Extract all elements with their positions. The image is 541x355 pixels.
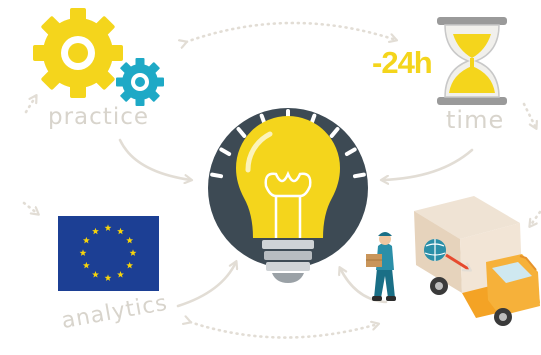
arrow-left-top — [24, 96, 36, 114]
eu-star-icon — [126, 261, 134, 269]
hourglass-icon — [437, 17, 507, 105]
eu-star-icon — [126, 236, 134, 244]
eu-star-icon — [82, 261, 90, 269]
arrow-practice-bulb — [118, 138, 191, 180]
countdown-label: -24h — [372, 45, 433, 80]
arrow-left-mid — [22, 201, 38, 214]
small-gear-icon — [116, 58, 164, 106]
eu-star-icon — [117, 227, 124, 235]
eu-star-icon — [117, 271, 124, 278]
practice-label: practice — [48, 104, 149, 130]
gear-icon — [33, 8, 123, 98]
eu-star-icon — [129, 249, 137, 256]
eu-flag-icon — [58, 216, 159, 291]
arrow-truck-bulb — [340, 268, 388, 304]
arrow-time-bulb — [382, 148, 474, 180]
courier-person-icon — [366, 232, 396, 301]
arrow-right-mid — [530, 210, 541, 226]
eu-star-icon — [92, 227, 99, 235]
eu-star-icon — [79, 249, 87, 256]
arrow-practice-time — [186, 21, 396, 42]
eu-star-icon — [104, 224, 112, 231]
lightbulb-icon — [208, 108, 368, 283]
arrow-analytics-bulb — [176, 262, 236, 308]
delivery-truck-icon — [414, 196, 540, 326]
eu-star-icon — [92, 271, 99, 278]
connector-arrows — [22, 21, 541, 339]
arrow-analytics-truck — [190, 322, 378, 339]
time-label: time — [446, 106, 505, 134]
arrow-right-top — [522, 102, 536, 128]
eu-star-icon — [104, 274, 112, 281]
eu-star-icon — [82, 236, 90, 244]
